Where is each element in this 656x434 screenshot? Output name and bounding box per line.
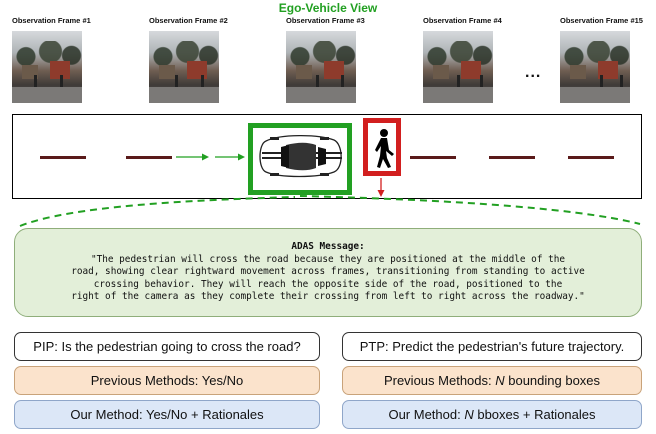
adas-line: right of the camera as they complete the…: [71, 291, 585, 303]
adas-line: crossing behavior. They will reach the o…: [93, 278, 563, 290]
frame-label: Observation Frame #2: [149, 16, 228, 25]
observation-frame-15: Observation Frame #15: [560, 16, 643, 103]
ptp-previous-prefix: Previous Methods:: [383, 373, 496, 388]
observation-frame-4: Observation Frame #4: [423, 16, 502, 103]
frame-image: [286, 31, 356, 103]
ptp-our-method-box: Our Method: N bboxes + Rationales: [342, 400, 642, 429]
ptp-ours-prefix: Our Method:: [388, 407, 465, 422]
ego-vehicle-box: [248, 123, 352, 195]
red-down-arrow-icon: [377, 178, 385, 197]
observation-frame-1: Observation Frame #1: [12, 16, 91, 103]
ellipsis: ...: [525, 64, 542, 81]
adas-line: road, showing clear rightward movement a…: [71, 266, 585, 278]
pip-our-method-box: Our Method: Yes/No + Rationales: [14, 400, 320, 429]
ptp-ours-n: N: [464, 407, 474, 422]
diagram-title: Ego-Vehicle View: [278, 1, 378, 15]
pedestrian-icon: [375, 129, 394, 168]
lane-marking: [568, 156, 614, 159]
frame-image: [423, 31, 493, 103]
pedestrian-box: [363, 118, 401, 176]
ptp-previous-suffix: bounding boxes: [504, 373, 601, 388]
ptp-previous-n: N: [495, 373, 505, 388]
frame-image: [149, 31, 219, 103]
frame-label: Observation Frame #1: [12, 16, 91, 25]
observation-frame-3: Observation Frame #3: [286, 16, 365, 103]
lane-marking: [410, 156, 456, 159]
pip-question-box: PIP: Is the pedestrian going to cross th…: [14, 332, 320, 361]
green-arrow-icon: [176, 153, 209, 161]
observation-frame-2: Observation Frame #2: [149, 16, 228, 103]
adas-line: "The pedestrian will cross the road beca…: [90, 253, 566, 265]
frame-image: [560, 31, 630, 103]
frame-label: Observation Frame #4: [423, 16, 502, 25]
road-scene-box: [12, 114, 642, 199]
car-topview-icon: [259, 134, 342, 178]
lane-marking: [40, 156, 86, 159]
ptp-question-box: PTP: Predict the pedestrian's future tra…: [342, 332, 642, 361]
lane-marking: [489, 156, 535, 159]
frame-label: Observation Frame #15: [560, 16, 643, 25]
pip-previous-methods-box: Previous Methods: Yes/No: [14, 366, 320, 395]
adas-message-box: ADAS Message: "The pedestrian will cross…: [14, 228, 642, 317]
frame-image: [12, 31, 82, 103]
adas-heading: ADAS Message:: [291, 241, 365, 252]
ptp-ours-suffix: bboxes + Rationales: [473, 407, 596, 422]
green-arrow-icon: [215, 153, 245, 161]
lane-marking: [126, 156, 172, 159]
ptp-previous-methods-box: Previous Methods: N bounding boxes: [342, 366, 642, 395]
frame-label: Observation Frame #3: [286, 16, 365, 25]
